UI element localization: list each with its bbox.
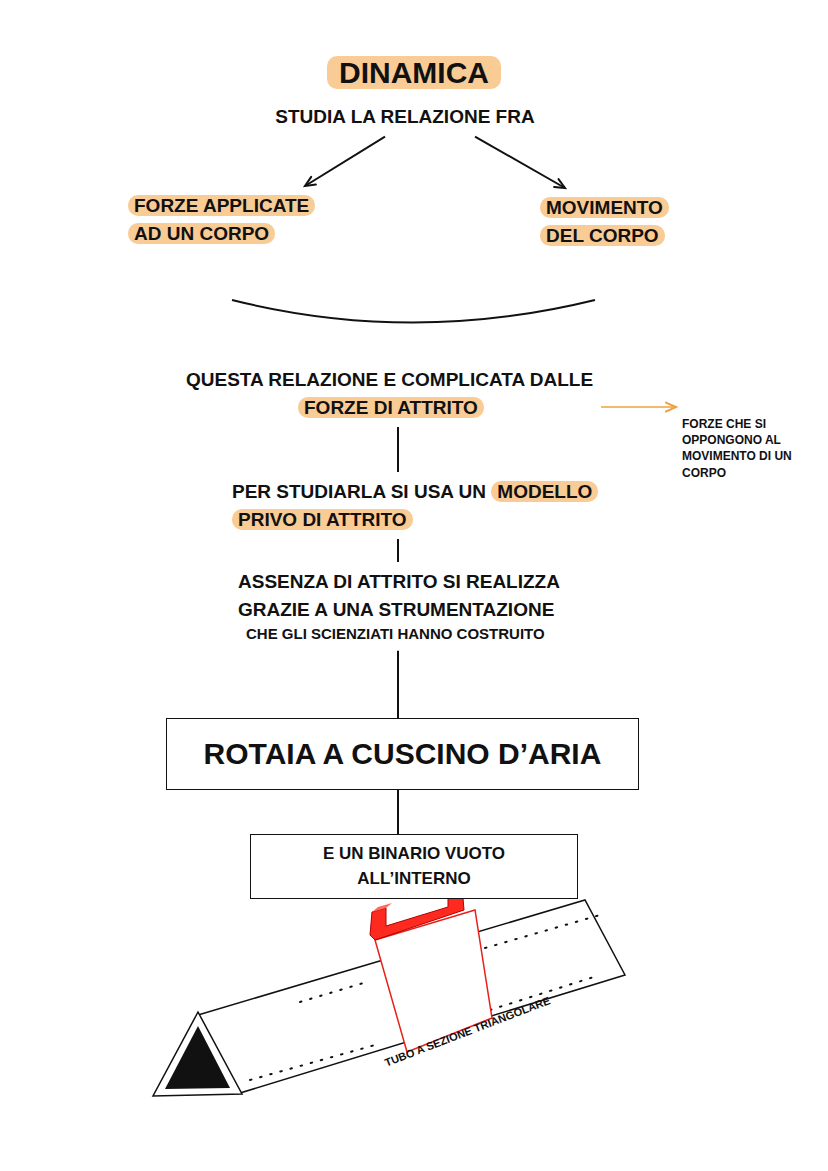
- node-text: ROTAIA A CUSCINO D’ARIA: [204, 737, 602, 770]
- text-node: ASSENZA DI ATTRITO SI REALIZZA GRAZIE A …: [238, 568, 628, 645]
- highlighted-text: FORZE APPLICATE AD UN CORPO: [128, 195, 315, 244]
- connector: [398, 427, 399, 472]
- connector-line: [305, 137, 385, 186]
- node-text: CHE GLI SCIENZIATI HANNO COSTRUITO: [246, 625, 545, 642]
- text-block: E UN BINARIO VUOTO ALL’INTERNO: [265, 842, 563, 891]
- node-text: FORZE CHE SI OPPONGONO AL MOVIMENTO DI U…: [682, 417, 792, 480]
- text-block: CHE GLI SCIENZIATI HANNO COSTRUITO: [246, 623, 628, 645]
- text-node: FORZE APPLICATE AD UN CORPO: [128, 192, 318, 247]
- arrowhead: [554, 179, 565, 188]
- air-holes: [250, 1045, 375, 1080]
- text-block: FORZE APPLICATE AD UN CORPO: [128, 192, 318, 247]
- text-block: PER STUDIARLA SI USA UN: [232, 481, 486, 502]
- text-block: QUESTA RELAZIONE E COMPLICATA DALLE: [186, 366, 593, 394]
- process-box: ROTAIA A CUSCINO D’ARIA: [166, 718, 639, 790]
- text-block: FORZE CHE SI OPPONGONO AL MOVIMENTO DI U…: [682, 416, 822, 481]
- connector: [398, 790, 399, 834]
- arrowhead: [666, 403, 676, 412]
- tube-end-hole: [165, 1026, 230, 1089]
- connector-line: [397, 427, 399, 472]
- text-node: FORZE CHE SI OPPONGONO AL MOVIMENTO DI U…: [682, 416, 822, 481]
- air-holes: [300, 981, 370, 1002]
- text-node: STUDIA LA RELAZIONE FRA: [255, 103, 555, 131]
- connector: [475, 137, 565, 188]
- carriage-top: [372, 903, 392, 912]
- connector-line: [397, 539, 399, 562]
- text-block: MOVIMENTO DEL CORPO: [540, 194, 690, 249]
- connector: [601, 403, 676, 412]
- node-text: PER STUDIARLA SI USA UN: [232, 481, 486, 502]
- text-block: FORZE DI ATTRITO: [298, 394, 593, 422]
- air-holes: [485, 915, 600, 948]
- title-highlight: DINAMICA: [327, 56, 501, 89]
- highlighted-text: MOVIMENTO DEL CORPO: [540, 197, 669, 246]
- text-block: ASSENZA DI ATTRITO SI REALIZZA GRAZIE A …: [238, 568, 628, 623]
- connector-line: [397, 651, 399, 718]
- text-block: STUDIA LA RELAZIONE FRA: [255, 103, 555, 131]
- tube-face: [198, 900, 625, 1093]
- connector: [398, 651, 399, 718]
- node-text: E UN BINARIO VUOTO ALL’INTERNO: [323, 844, 505, 888]
- process-box: E UN BINARIO VUOTO ALL’INTERNO: [250, 834, 578, 899]
- connector-line: [601, 406, 676, 408]
- node-text: ASSENZA DI ATTRITO SI REALIZZA GRAZIE A …: [238, 571, 559, 620]
- text-node: PER STUDIARLA SI USA UN MODELLO PRIVO DI…: [232, 478, 642, 533]
- connector: [305, 137, 385, 186]
- text-node: MOVIMENTO DEL CORPO: [540, 194, 690, 249]
- text-block: ROTAIA A CUSCINO D’ARIA: [204, 732, 602, 776]
- title: DINAMICA: [0, 53, 828, 93]
- divider-arc: [232, 300, 595, 323]
- connector-line: [475, 137, 565, 188]
- tube-end: [153, 1012, 242, 1096]
- arrowhead: [305, 177, 316, 186]
- connector-line: [397, 790, 399, 834]
- connector: [398, 539, 399, 562]
- text-node: QUESTA RELAZIONE E COMPLICATA DALLE FORZE…: [186, 366, 593, 421]
- highlighted-text: FORZE DI ATTRITO: [298, 397, 484, 418]
- node-text: QUESTA RELAZIONE E COMPLICATA DALLE: [186, 369, 593, 390]
- node-text: STUDIA LA RELAZIONE FRA: [275, 106, 534, 127]
